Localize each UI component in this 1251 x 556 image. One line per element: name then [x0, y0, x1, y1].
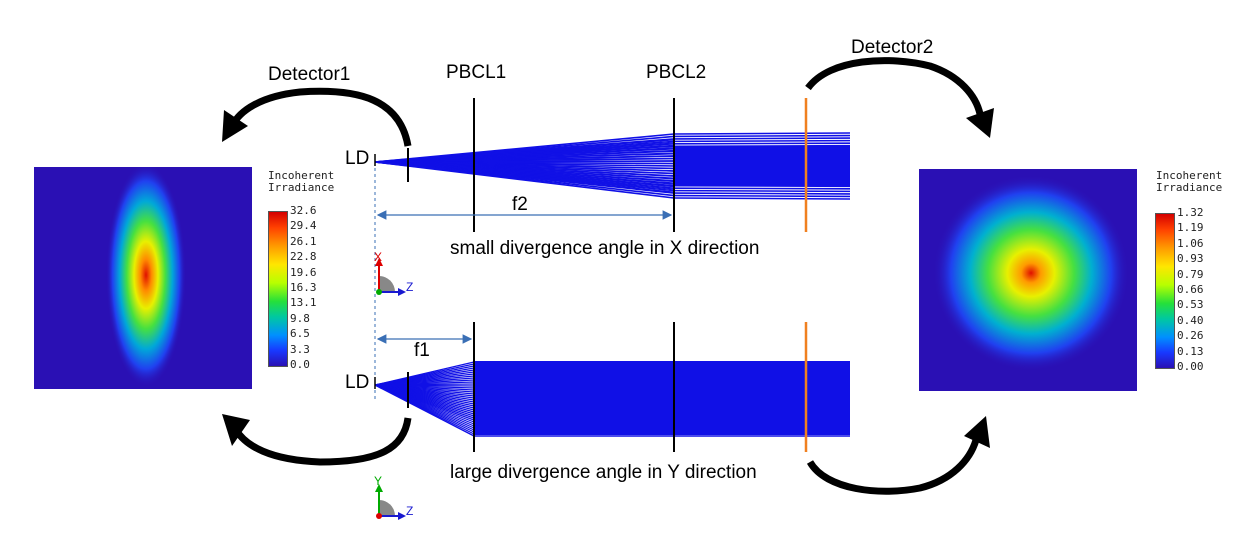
axis-z-letter-bottom: Z [406, 504, 414, 518]
detector2-colorbar-tick-label: 0.66 [1177, 283, 1204, 296]
detector1-label: Detector1 [268, 64, 351, 85]
detector2-colorbar-tick-label: 0.40 [1177, 313, 1204, 327]
pbcl2-label: PBCL2 [646, 62, 707, 83]
detector1-colorbar-tick-label: 32.6 [290, 204, 317, 217]
detector2-colorbar-tick-label: 0.13 [1177, 344, 1204, 358]
detector1-irradiance-plot [106, 167, 186, 387]
axis-y-letter: Y [374, 474, 383, 488]
detector1-legend-title-2: Irradiance [268, 181, 335, 194]
detector1-colorbar-tick-label: 22.8 [290, 250, 317, 264]
detector1-colorbar-tick-label: 9.8 [290, 311, 310, 325]
curved-arrow-detector2-top [805, 57, 994, 138]
detector1-colorbar-tick-label: 19.6 [290, 265, 317, 279]
detector2-colorbar-tick-label: 0.79 [1177, 267, 1204, 281]
curved-arrow-detector2-bottom [806, 416, 990, 495]
ray-bundle-y-direction [374, 361, 850, 437]
detector1-colorbar-tick-label: 6.5 [290, 327, 310, 341]
detector2-colorbar-tick-label: 1.06 [1177, 236, 1204, 250]
detector1-colorbar-tick-label: 16.3 [290, 281, 317, 294]
ld-label-top: LD [345, 148, 370, 169]
detector1-legend-title-1: Incoherent [268, 169, 335, 182]
detector2-colorbar-tick-label: 1.32 [1177, 206, 1204, 219]
detector2-colorbar-tick-label: 0.26 [1177, 329, 1204, 343]
detector2-legend-title-2: Irradiance [1156, 181, 1223, 194]
detector2-irradiance-map [919, 169, 1137, 391]
axis-triad-yz: Y Z [368, 474, 418, 524]
f1-label: f1 [414, 340, 430, 361]
axis-triad-xz: X Z [368, 250, 418, 300]
detector1-irradiance-map [34, 167, 252, 389]
detector2-irradiance-plot [933, 175, 1129, 371]
axis-x-letter: X [374, 250, 383, 264]
f2-label: f2 [512, 194, 528, 215]
detector1-colorbar-tick-label: 13.1 [290, 296, 317, 310]
detector1-colorbar-tick-label: 3.3 [290, 342, 310, 356]
ld-label-bottom: LD [345, 372, 370, 393]
caption-y-direction: large divergence angle in Y direction [450, 462, 757, 483]
detector2-label: Detector2 [851, 37, 934, 58]
detector1-colorbar-tick-label: 29.4 [290, 219, 317, 233]
detector1-colorbar-tick-label: 0.0 [290, 358, 310, 371]
curved-arrow-detector1-bottom [222, 414, 412, 466]
detector1-colorbar-tick-label: 26.1 [290, 234, 317, 248]
pbcl1-label: PBCL1 [446, 62, 507, 83]
ray-bundle-x-direction [374, 132, 851, 200]
detector2-legend-title-1: Incoherent [1156, 169, 1223, 182]
detector2-colorbar-tick-label: 1.19 [1177, 221, 1204, 235]
detector2-colorbar-tick-label: 0.53 [1177, 298, 1204, 312]
detector2-colorbar-tick-label: 0.00 [1177, 360, 1204, 373]
detector2-colorbar [1155, 213, 1175, 369]
curved-arrow-detector1-top [222, 87, 412, 147]
caption-x-direction: small divergence angle in X direction [450, 238, 760, 259]
axis-z-letter-top: Z [406, 280, 414, 294]
detector2-colorbar-tick-label: 0.93 [1177, 252, 1204, 266]
detector1-colorbar [268, 211, 288, 367]
